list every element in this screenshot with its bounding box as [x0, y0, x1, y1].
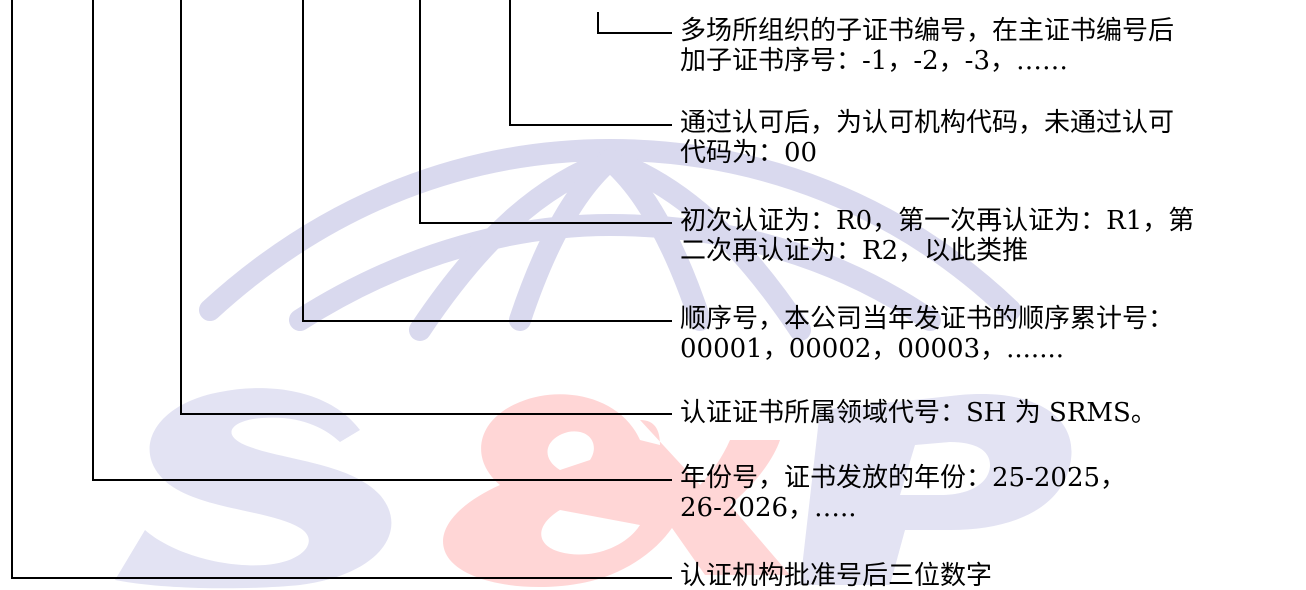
- desc-approval-number: 认证机构批准号后三位数字: [680, 561, 993, 590]
- connector-year: [92, 0, 672, 481]
- connector-approval: [11, 0, 672, 579]
- desc-year-number: 年份号，证书发放的年份：25-2025， 26-2026，…..: [680, 463, 1127, 523]
- connector-accreditation: [509, 0, 672, 126]
- s-letter-watermark: [115, 388, 392, 589]
- desc-recertification: 初次认证为：R0，第一次再认证为：R1，第 二次再认证为：R2，以此类推: [680, 206, 1195, 266]
- desc-sequence-number: 顺序号，本公司当年发证书的顺序累计号： 00001，00002，00003，..…: [680, 304, 1175, 364]
- desc-sub-certificate: 多场所组织的子证书编号，在主证书编号后 加子证书序号：-1，-2，-3，……: [680, 16, 1175, 76]
- connector-domain-code: [180, 0, 672, 415]
- desc-domain-code: 认证证书所属领域代号：SH 为 SRMS。: [680, 398, 1157, 428]
- connector-sub-cert: [597, 12, 672, 34]
- connector-recert: [419, 0, 672, 224]
- p-letter-watermark: [800, 394, 1072, 585]
- desc-accreditation-code: 通过认可后，为认可机构代码，未通过认可 代码为：00: [680, 108, 1175, 168]
- ampersand-watermark: [443, 394, 790, 587]
- connector-sequence: [302, 0, 672, 322]
